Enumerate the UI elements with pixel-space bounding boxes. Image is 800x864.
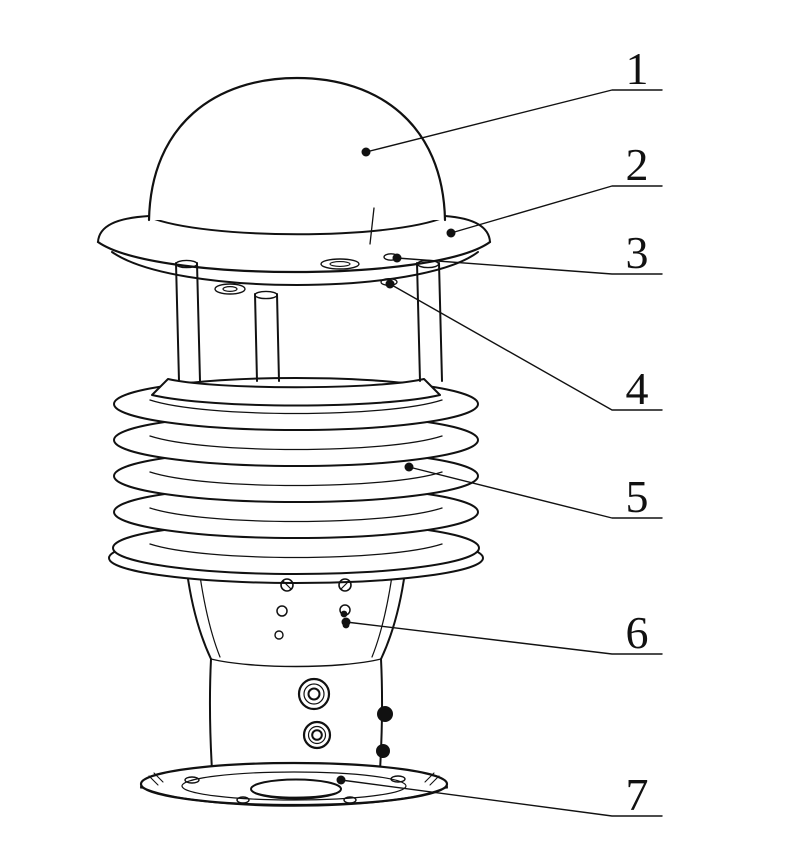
callout-3-label: 3: [626, 227, 649, 278]
callout-7: 7: [336, 769, 663, 820]
side-connector-lower: [376, 744, 390, 758]
gland-outer-ring: [302, 720, 332, 750]
dome-base-crease: [148, 216, 446, 236]
gland-inner-ring: [311, 729, 323, 741]
callout-5: 5: [404, 462, 663, 522]
brim-outer-edge: [96, 240, 492, 274]
flange-hole-front-right: [343, 796, 357, 804]
cable-gland-upper: [297, 677, 331, 711]
callout-6: 6: [341, 607, 663, 658]
gland-inner-ring: [307, 687, 321, 701]
sensor-window-inner: [329, 261, 351, 267]
louver-4-inner-arc: [149, 507, 443, 523]
louver-1-inner-arc: [149, 399, 443, 415]
flange-hole-front-left: [236, 796, 250, 804]
top-cap: [96, 76, 492, 295]
callout-4-label: 4: [626, 363, 649, 414]
callout-5-label: 5: [626, 471, 649, 522]
callout-1-leader: [365, 89, 663, 153]
sensor-port-inner: [222, 286, 238, 293]
flange-bottom-edge: [140, 786, 448, 807]
funnel-left-edge: [186, 571, 212, 660]
vent-hole: [276, 605, 288, 617]
callout-2-leader: [450, 185, 663, 234]
callout-6-leader: [345, 621, 663, 655]
flange-hole-right: [390, 775, 406, 783]
funnel-screws: [274, 578, 352, 640]
callout-5-leader: [408, 466, 663, 519]
callout-6-label: 6: [626, 607, 649, 658]
callout-3-leader: [396, 257, 663, 275]
flange-bolt-circle: [181, 771, 407, 801]
support-posts: [175, 259, 443, 382]
callout-1: 1: [361, 43, 663, 157]
small-stud: [340, 610, 348, 618]
screw-slot: [282, 580, 292, 590]
sensor-window: [320, 258, 360, 270]
funnel-left-inner-line: [199, 575, 221, 658]
callout-4: 4: [385, 279, 663, 414]
callouts: 1 2 3 4 5: [336, 43, 663, 820]
flange-center-hole-depth-arc: [252, 791, 340, 798]
screw-hole: [338, 578, 352, 592]
post-middle-top: [254, 290, 278, 300]
vent-hole: [274, 630, 284, 640]
base-flange: [139, 761, 449, 807]
side-connector-upper: [377, 706, 393, 722]
funnel-right-inner-line: [371, 575, 393, 658]
housing-joint-arc: [210, 658, 382, 668]
sensor-plate: [214, 253, 399, 295]
cap-underside-arc: [111, 251, 479, 286]
louver-stack: [108, 377, 484, 584]
screw-hole: [280, 578, 294, 592]
callout-3: 3: [392, 227, 663, 278]
post-middle: [254, 293, 280, 382]
callout-1-label: 1: [626, 43, 649, 94]
louver-3-inner-arc: [149, 471, 443, 487]
funnel-body: [186, 571, 406, 660]
dome-outline: [147, 76, 447, 222]
gland-outer-ring: [297, 677, 331, 711]
collar-ring: [151, 378, 441, 407]
callout-7-label: 7: [626, 769, 649, 820]
callout-2: 2: [446, 139, 663, 238]
gland-mid-ring: [307, 725, 327, 745]
screw-slot: [340, 580, 350, 590]
funnel-right-edge: [380, 571, 406, 660]
flange-right-hatch: [424, 772, 440, 786]
louver-2-inner-arc: [149, 435, 443, 451]
flange-left-hatch: [148, 772, 164, 786]
callout-4-leader: [389, 283, 663, 411]
callout-7-leader: [340, 779, 663, 817]
sensor-port-ring: [214, 283, 246, 295]
brim-right-top-edge: [444, 215, 491, 243]
callout-2-label: 2: [626, 139, 649, 190]
brim-left-top-edge: [97, 215, 150, 243]
gland-mid-ring: [303, 683, 325, 705]
dome-seam-line: [369, 207, 375, 245]
post-left: [175, 262, 201, 382]
louver-5-inner-arc: [149, 543, 443, 559]
cable-gland-lower: [302, 720, 332, 750]
housing-left-edge: [208, 658, 213, 771]
flange-center-hole: [250, 778, 342, 800]
post-right: [416, 262, 443, 382]
flange-hole-left: [184, 776, 200, 784]
lower-housing: [208, 658, 393, 771]
